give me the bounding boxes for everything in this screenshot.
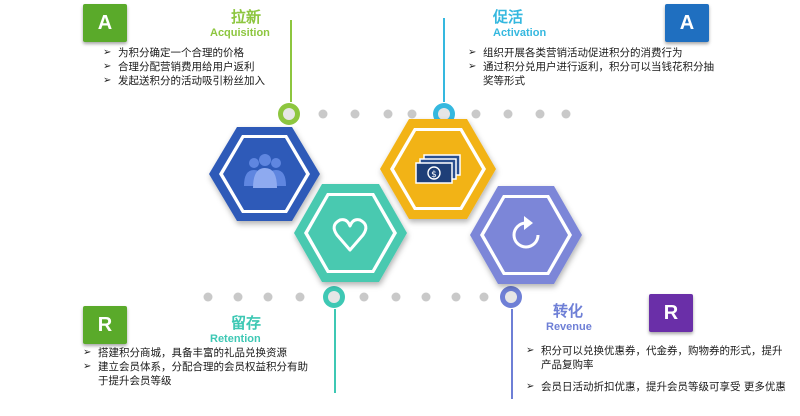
activation-badge: A — [665, 4, 709, 42]
retention-subtitle: Retention — [210, 333, 261, 345]
svg-text:$: $ — [431, 170, 437, 180]
money-icon: $ — [415, 154, 461, 184]
activation-list: 组织开展各类营销活动促进积分的消费行为 通过积分兑用户进行返利，积分可以当钱花积… — [468, 46, 724, 88]
refresh-icon — [512, 216, 540, 249]
hexagon-refresh — [470, 186, 582, 284]
list-item: 组织开展各类营销活动促进积分的消费行为 — [468, 46, 724, 60]
acquisition-list: 为积分确定一个合理的价格 合理分配营销费用给用户返利 发起送积分的活动吸引粉丝加… — [103, 46, 289, 88]
revenue-subtitle: Revenue — [546, 321, 592, 333]
revenue-node — [500, 286, 522, 308]
list-item: 搭建积分商城，具备丰富的礼品兑换资源 — [83, 346, 317, 360]
revenue-list: 积分可以兑换优惠券，代金券，购物券的形式，提升产品复购率 会员日活动折扣优惠，提… — [526, 344, 792, 394]
activation-connector — [443, 18, 445, 102]
list-item: 合理分配营销费用给用户返利 — [103, 60, 289, 74]
acquisition-subtitle: Acquisition — [210, 27, 270, 39]
list-item: 会员日活动折扣优惠，提升会员等级可享受 更多优惠 — [526, 380, 792, 394]
list-item: 积分可以兑换优惠券，代金券，购物券的形式，提升产品复购率 — [526, 344, 792, 372]
list-item: 发起送积分的活动吸引粉丝加入 — [103, 74, 289, 88]
acquisition-connector — [290, 20, 292, 102]
list-item: 为积分确定一个合理的价格 — [103, 46, 289, 60]
users-icon — [244, 154, 286, 188]
acquisition-node — [278, 103, 300, 125]
revenue-badge: R — [649, 294, 693, 332]
activation-title: 促活 — [493, 8, 524, 26]
activation-subtitle: Activation — [493, 27, 547, 39]
retention-list: 搭建积分商城，具备丰富的礼品兑换资源 建立会员体系，分配合理的会员权益积分有助于… — [83, 346, 317, 388]
retention-connector — [334, 309, 336, 393]
acquisition-title: 拉新 — [231, 8, 262, 26]
acquisition-badge: A — [83, 4, 127, 42]
retention-node — [323, 286, 345, 308]
retention-badge: R — [83, 306, 127, 344]
list-item: 通过积分兑用户进行返利，积分可以当钱花积分抽奖等形式 — [468, 60, 724, 88]
retention-title: 留存 — [231, 314, 262, 332]
bottom-dot-row — [203, 292, 489, 302]
hexagon-heart — [294, 184, 407, 282]
top-dot-row — [318, 109, 571, 119]
revenue-connector — [511, 309, 513, 399]
list-item: 建立会员体系，分配合理的会员权益积分有助于提升会员等级 — [83, 360, 317, 388]
heart-icon — [332, 218, 368, 252]
revenue-title: 转化 — [553, 302, 584, 320]
